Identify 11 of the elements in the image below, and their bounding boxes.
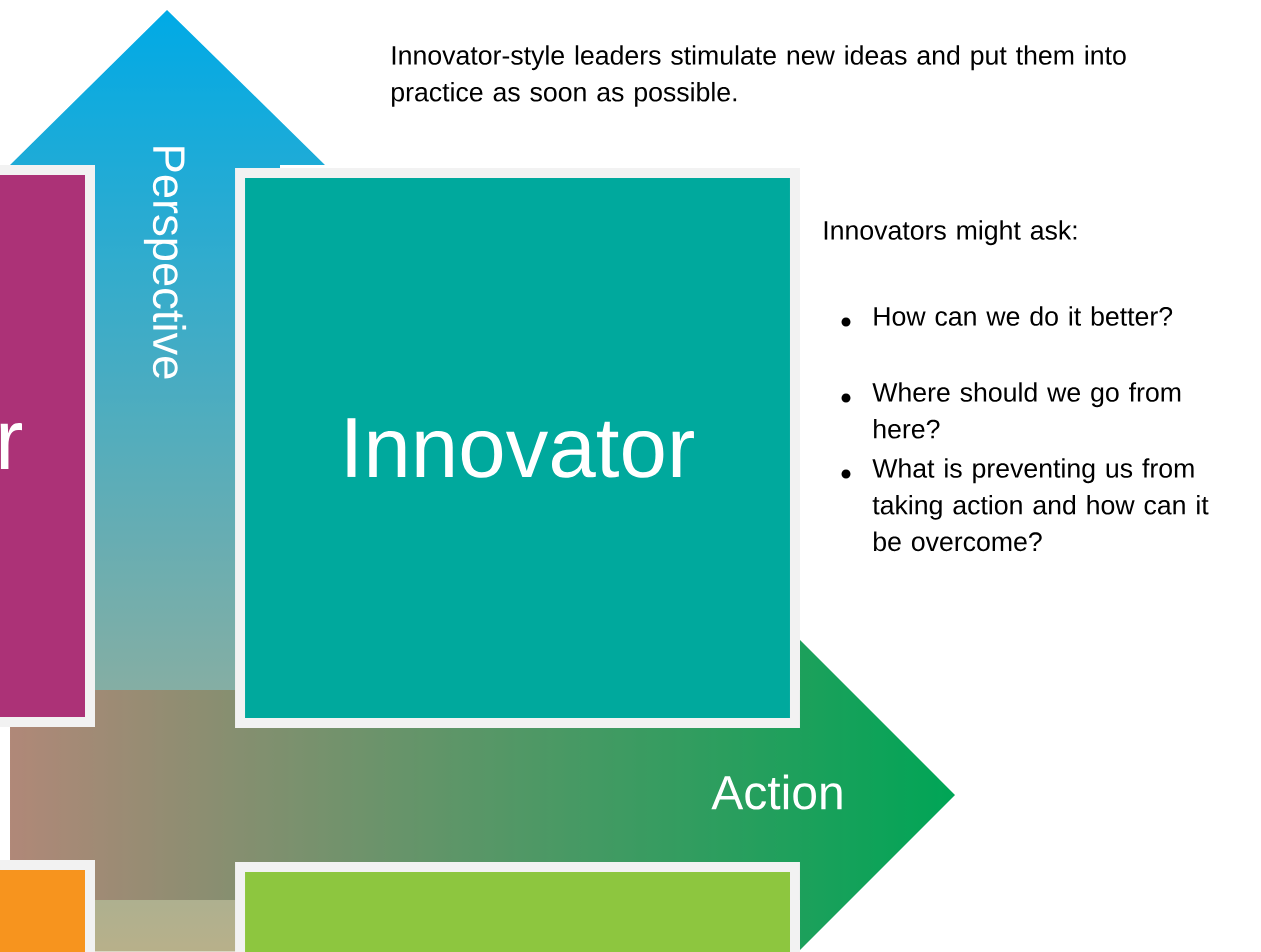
box xyxy=(235,862,800,952)
action-arrow: Action xyxy=(711,774,842,810)
bullet-item: Where should we go from here? xyxy=(841,382,1181,439)
bullet-item: What is preventing us from taking action and how can it be overcome? xyxy=(841,458,1209,552)
box: r xyxy=(0,165,95,727)
bullet-item: How can we do it better? xyxy=(841,306,1173,327)
question-heading: Innovators might ask: xyxy=(824,220,1077,246)
perspective-arrow: Perspective xyxy=(143,147,187,379)
intro-text: Innovator-style leaders stimulate new ideas and put them into practice as soon as possible. xyxy=(392,45,1126,107)
box: Innovator xyxy=(235,168,800,728)
box xyxy=(0,859,95,952)
